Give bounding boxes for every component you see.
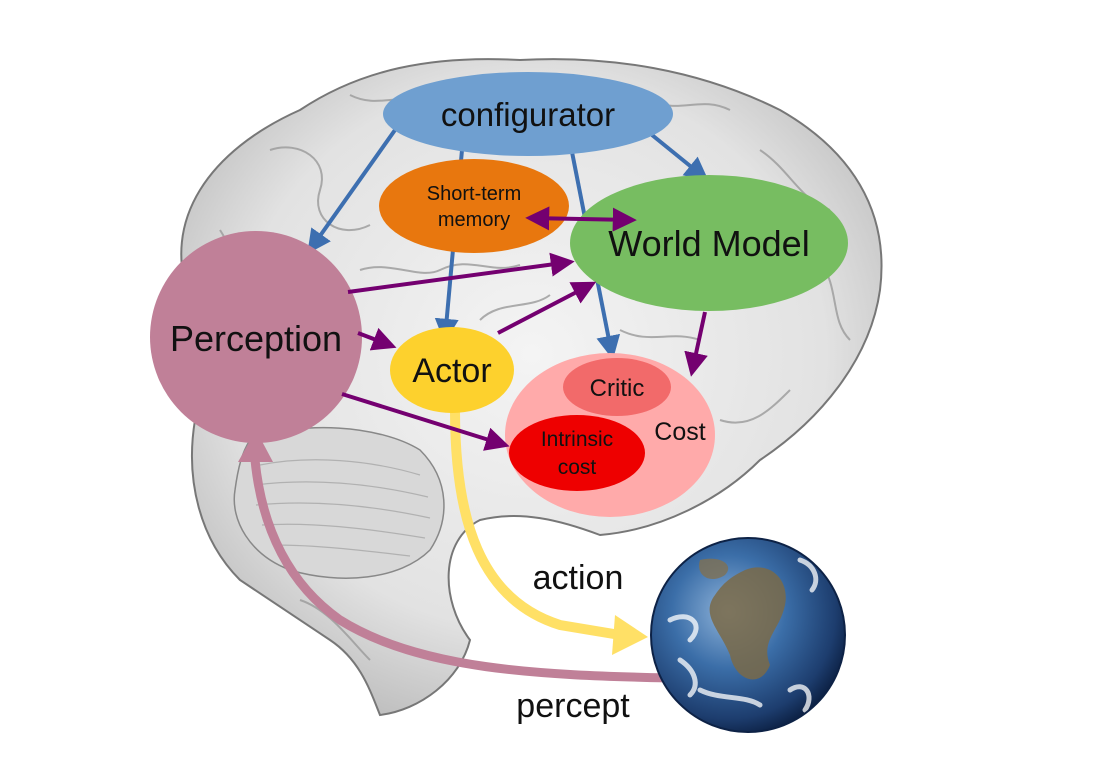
actor-label: Actor (412, 352, 491, 390)
node-intrinsic-cost: Intrinsic cost (509, 415, 645, 491)
internal-arrows (341, 206, 708, 451)
node-world-model: World Model (570, 175, 848, 311)
earth-image (650, 537, 846, 733)
critic-label: Critic (590, 375, 645, 402)
intrinsic-cost-label-line2: cost (558, 456, 597, 479)
short-term-memory-label-line2: memory (438, 209, 510, 231)
arrow-perception-to-actor (357, 327, 397, 351)
node-actor: Actor (390, 327, 514, 413)
world-model-label: World Model (608, 223, 809, 264)
percept-label: percept (516, 687, 630, 725)
node-configurator: configurator (383, 72, 673, 156)
configurator-label: configurator (441, 96, 615, 133)
arrow-configurator-to-world-model (650, 133, 709, 182)
node-perception: Perception (150, 231, 362, 443)
perception-label: Perception (170, 318, 342, 359)
action-label: action (533, 559, 624, 597)
arrow-perception-to-cost (341, 392, 510, 451)
short-term-memory-label-line1: Short-term (427, 183, 521, 205)
node-critic: Critic (563, 358, 671, 416)
intrinsic-cost-label-line1: Intrinsic (541, 428, 613, 451)
cost-label: Cost (654, 418, 705, 446)
node-short-term-memory: Short-term memory (379, 159, 569, 253)
arrow-perception-to-world-model (347, 252, 575, 294)
arrow-configurator-to-perception (307, 128, 397, 254)
arrow-world-model-to-cost (684, 311, 708, 377)
arrow-memory-world-model (525, 206, 637, 232)
arrow-actor-to-world-model (497, 281, 597, 335)
percept-arrow (238, 430, 673, 683)
action-arrow (450, 405, 648, 655)
